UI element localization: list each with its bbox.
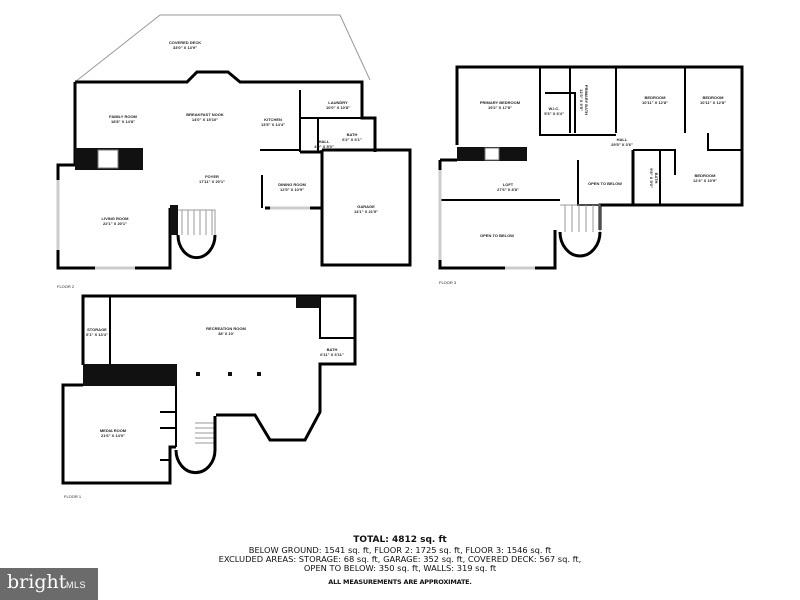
room-label-bedroom: BEDROOM	[695, 173, 717, 178]
room-size: 14'0" X 15'10"	[192, 117, 218, 122]
room-label-hall: HALL	[319, 139, 330, 144]
logo-brand: bright	[7, 571, 67, 593]
room-label-primary-bedroom: PRIMARY BEDROOM	[480, 100, 521, 105]
floor-3-plan: PRIMARY BEDROOM 19'2" X 17'8" W.I.C. 5'3…	[438, 65, 744, 285]
floor-1-plan: STORAGE 6'1" X 13'4" RECREATION ROOM 38'…	[61, 294, 357, 499]
room-size: 6'11" X 6'11"	[320, 352, 344, 357]
covered-deck-outline	[74, 14, 371, 83]
stair-wall	[170, 205, 178, 235]
total-area: TOTAL: 4812 sq. ft	[353, 535, 447, 545]
room-label-dining-room: DINING ROOM	[278, 182, 306, 187]
floor-1-walls	[61, 294, 357, 485]
room-size: 21'6" X 14'0"	[101, 433, 125, 438]
floor-2-stairs	[176, 209, 217, 260]
area-breakdown: BELOW GROUND: 1541 sq. ft, FLOOR 2: 1725…	[248, 545, 552, 555]
logo-suffix: MLS	[66, 580, 87, 590]
hearth	[484, 147, 500, 161]
room-label-storage: STORAGE	[87, 327, 107, 332]
room-label-breakfast-nook: BREAKFAST NOOK	[186, 112, 224, 117]
room-label-wic: W.I.C.	[549, 106, 560, 111]
room-size: 29'5" X 3'6"	[611, 142, 633, 147]
floor-label: FLOOR 1	[64, 494, 82, 499]
floor-2-interior-walls	[260, 90, 362, 208]
room-size: 9'8" X 5'0"	[649, 168, 654, 188]
room-label-family-room: FAMILY ROOM	[109, 114, 137, 119]
room-label-bedroom: BEDROOM	[703, 95, 725, 100]
room-label-open-to-below: OPEN TO BELOW	[480, 233, 514, 238]
room-label-laundry: LAUNDRY	[328, 100, 348, 105]
room-size: 12'3" X 9'5"	[579, 89, 584, 111]
room-size: 14'1" X 21'9"	[354, 209, 378, 214]
room-size: 22'1" X 20'1"	[103, 221, 127, 226]
floor-3-stairs	[558, 204, 602, 258]
room-size: 13'5" X 14'4"	[261, 122, 285, 127]
room-size: 38' X 10'	[218, 331, 234, 336]
room-size: 18'8" X 14'8"	[111, 119, 135, 124]
room-label-bedroom: BEDROOM	[645, 95, 667, 100]
room-size: 12'4" X 10'9"	[693, 178, 717, 183]
bright-mls-logo: bright MLS	[0, 568, 98, 600]
room-size: 17'11" X 20'1"	[199, 179, 225, 184]
room-label-kitchen: KITCHEN	[264, 117, 282, 122]
floor-2-plan: COVERED DECK 33'0" X 13'9" FAMILY ROOM 1…	[56, 14, 412, 289]
column	[296, 296, 320, 308]
room-label-covered-deck: COVERED DECK	[169, 40, 201, 45]
room-size: 4'0" X 5'0"	[314, 144, 334, 149]
room-label-media-room: MEDIA ROOM	[100, 428, 127, 433]
floor-label: FLOOR 2	[57, 284, 75, 289]
room-size: 10'11" X 12'8"	[700, 100, 726, 105]
excluded-areas-cont: OPEN TO BELOW: 350 sq. ft, WALLS: 319 sq…	[303, 563, 497, 573]
room-size: 33'0" X 13'9"	[173, 45, 197, 50]
room-size: 6'2" X 6'1"	[342, 137, 362, 142]
room-label-loft: LOFT	[503, 182, 514, 187]
room-size: 19'2" X 17'8"	[488, 105, 512, 110]
disclaimer: ALL MEASUREMENTS ARE APPROXIMATE.	[328, 578, 472, 586]
room-size: 6'1" X 13'4"	[86, 332, 108, 337]
room-label-bath: BATH	[347, 132, 358, 137]
floor-1-interior-walls	[109, 296, 355, 461]
room-label-recreation-room: RECREATION ROOM	[206, 326, 246, 331]
room-size: 27'6" X 8'8"	[497, 187, 519, 192]
fireplace-wall	[83, 364, 177, 386]
room-label-primary-bath: PRIMARY BATH	[584, 85, 589, 115]
floor-1-stairs	[174, 416, 217, 475]
room-label-open-to-below: OPEN TO BELOW	[588, 181, 622, 186]
room-label-living-room: LIVING ROOM	[102, 216, 130, 221]
room-label-garage: GARAGE	[357, 204, 375, 209]
excluded-areas: EXCLUDED AREAS: STORAGE: 68 sq. ft, GARA…	[218, 554, 582, 564]
floor-label: FLOOR 3	[439, 280, 457, 285]
room-label-bath: BATH	[654, 173, 659, 184]
room-label-hall: HALL	[617, 137, 628, 142]
room-size: 10'0" X 10'8"	[326, 105, 350, 110]
room-size: 12'5" X 10'9"	[280, 187, 304, 192]
room-label-foyer: FOYER	[205, 174, 219, 179]
room-size: 10'11" X 12'8"	[642, 100, 668, 105]
hearth	[97, 149, 119, 169]
floor-3-walls	[438, 65, 744, 270]
room-size: 5'3" X 6'4"	[544, 111, 564, 116]
room-label-bath: BATH	[327, 347, 338, 352]
